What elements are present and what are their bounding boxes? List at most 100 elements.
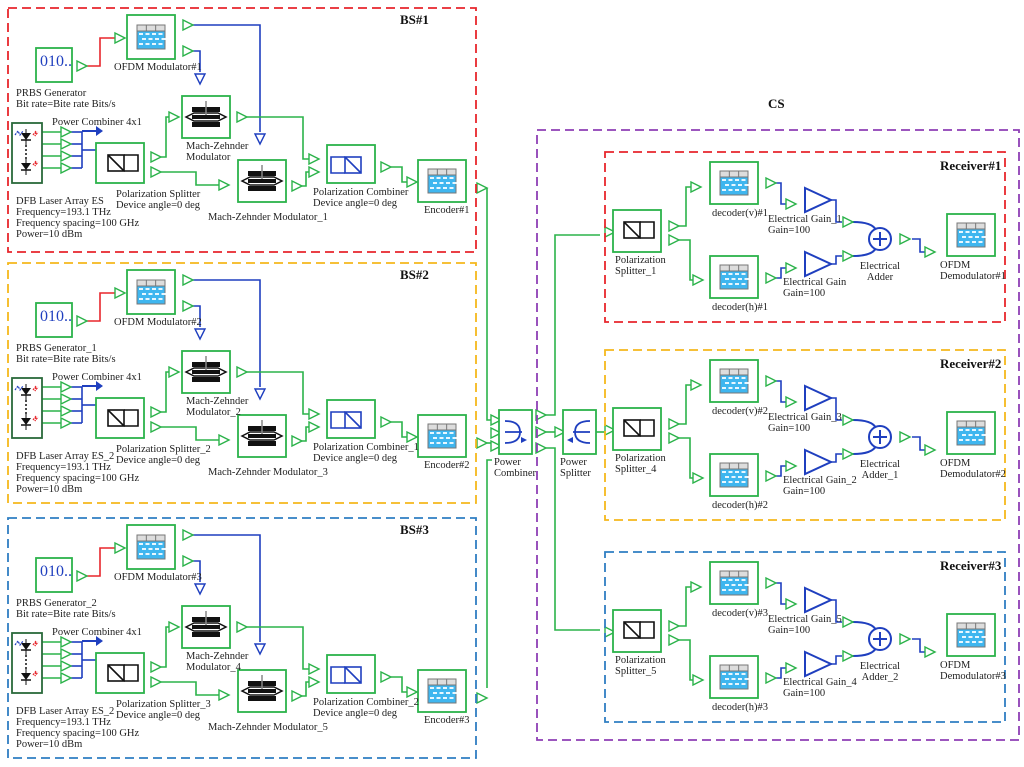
port-icon bbox=[308, 152, 321, 166]
frames bbox=[7, 7, 1020, 759]
grid-cell bbox=[430, 697, 434, 699]
encoder3-wire bbox=[486, 459, 492, 688]
port-icon bbox=[114, 286, 127, 300]
decoder-icon bbox=[719, 264, 749, 290]
power-combiner-block bbox=[498, 409, 533, 455]
polarization-combiner-label-line: Polarization Combiner_2 bbox=[313, 697, 419, 708]
port-icon bbox=[899, 232, 912, 246]
prbs-generator-block bbox=[35, 302, 73, 338]
grid-cell bbox=[452, 182, 457, 184]
grid-cell bbox=[735, 189, 739, 191]
grid-cell bbox=[741, 589, 746, 591]
electrical-wire bbox=[776, 667, 787, 679]
mzm-bar bbox=[192, 377, 220, 382]
grid-cell bbox=[433, 692, 437, 694]
port-icon bbox=[236, 365, 249, 379]
polarization-splitter-icon bbox=[107, 409, 139, 427]
grid-cell bbox=[139, 298, 143, 300]
grid-cell bbox=[728, 683, 733, 685]
electrical-wire bbox=[912, 436, 926, 451]
amplifier-icon bbox=[804, 586, 834, 614]
grid-cell bbox=[978, 231, 983, 233]
grid-cell bbox=[972, 641, 976, 643]
grid-cell bbox=[145, 543, 150, 545]
grid-cell bbox=[959, 241, 963, 243]
port-icon bbox=[76, 314, 89, 328]
power-combiner-arrow-icon bbox=[521, 437, 527, 443]
decoder-v-label: decoder(v)#3 bbox=[712, 608, 768, 619]
port-icon bbox=[765, 176, 778, 190]
laser-array-label-line: Frequency=193.1 THz bbox=[16, 462, 111, 473]
grid-cell bbox=[142, 293, 146, 295]
grid-cell bbox=[436, 687, 441, 689]
grid-cell bbox=[731, 476, 736, 478]
port-icon bbox=[842, 615, 855, 629]
grid-cell bbox=[155, 548, 159, 550]
port-icon bbox=[554, 425, 567, 439]
port-icon bbox=[476, 691, 489, 705]
pbc-in bbox=[330, 411, 345, 429]
amplifier-icon bbox=[804, 448, 834, 476]
grid-cell bbox=[722, 471, 726, 473]
port-icon bbox=[150, 150, 163, 164]
rx-splitter-label-line: Polarization bbox=[615, 655, 666, 666]
grid-cell bbox=[436, 432, 441, 434]
cs-frame bbox=[536, 129, 1020, 741]
port-icon bbox=[76, 59, 89, 73]
bs-frame bbox=[7, 262, 477, 504]
port-icon bbox=[150, 675, 163, 689]
grid-header bbox=[136, 534, 166, 542]
grid-cell bbox=[152, 288, 156, 290]
port-icon bbox=[60, 416, 73, 430]
adder-icon bbox=[868, 627, 892, 651]
grid-cell bbox=[443, 442, 447, 444]
grid-cell bbox=[722, 683, 726, 685]
encoder-icon bbox=[427, 423, 457, 449]
grid-cell bbox=[972, 429, 976, 431]
port-icon bbox=[182, 299, 195, 313]
polarization-combiner-label-line: Polarization Combiner_1 bbox=[313, 442, 419, 453]
pbs-diagonal bbox=[623, 221, 641, 239]
electrical-wire bbox=[831, 655, 842, 665]
grid-cell bbox=[446, 437, 450, 439]
mzm-bar bbox=[248, 186, 276, 191]
port-icon bbox=[842, 649, 855, 663]
port-icon bbox=[291, 179, 304, 193]
laser-array-icon bbox=[11, 122, 43, 184]
port-icon bbox=[692, 273, 705, 287]
prbs-label-line: PRBS Generator bbox=[16, 88, 87, 99]
port-icon bbox=[182, 44, 195, 58]
receiver-frame bbox=[604, 151, 1006, 323]
grid-cell bbox=[152, 33, 156, 35]
grid-cell bbox=[439, 182, 444, 184]
grid-cell bbox=[735, 589, 739, 591]
grid-cell bbox=[728, 283, 733, 285]
rf-wire bbox=[193, 279, 261, 387]
grid-cell bbox=[728, 471, 733, 473]
grid-cell bbox=[725, 184, 729, 186]
port-icon bbox=[236, 110, 249, 124]
grid-cell bbox=[725, 584, 729, 586]
grid-cell bbox=[155, 293, 159, 295]
polarization-splitter-label-line: Device angle=0 deg bbox=[116, 455, 201, 466]
grid-cell bbox=[430, 442, 434, 444]
mzm-bar bbox=[248, 696, 276, 701]
grid-cell bbox=[741, 673, 746, 675]
polarization-combiner-label-line: Polarization Combiner bbox=[313, 187, 409, 198]
optical-wire bbox=[161, 116, 170, 158]
mzm-bar bbox=[192, 122, 220, 127]
port-icon bbox=[253, 388, 267, 401]
grid-cell bbox=[741, 481, 746, 483]
grid-cell bbox=[972, 231, 976, 233]
optical-wire bbox=[679, 639, 694, 681]
ofdm-demodulator-icon bbox=[956, 420, 986, 446]
grid-header bbox=[956, 622, 986, 630]
port-icon bbox=[692, 471, 705, 485]
mzm-icon bbox=[184, 611, 228, 637]
port-icon bbox=[535, 441, 548, 455]
grid-cell bbox=[142, 548, 146, 550]
